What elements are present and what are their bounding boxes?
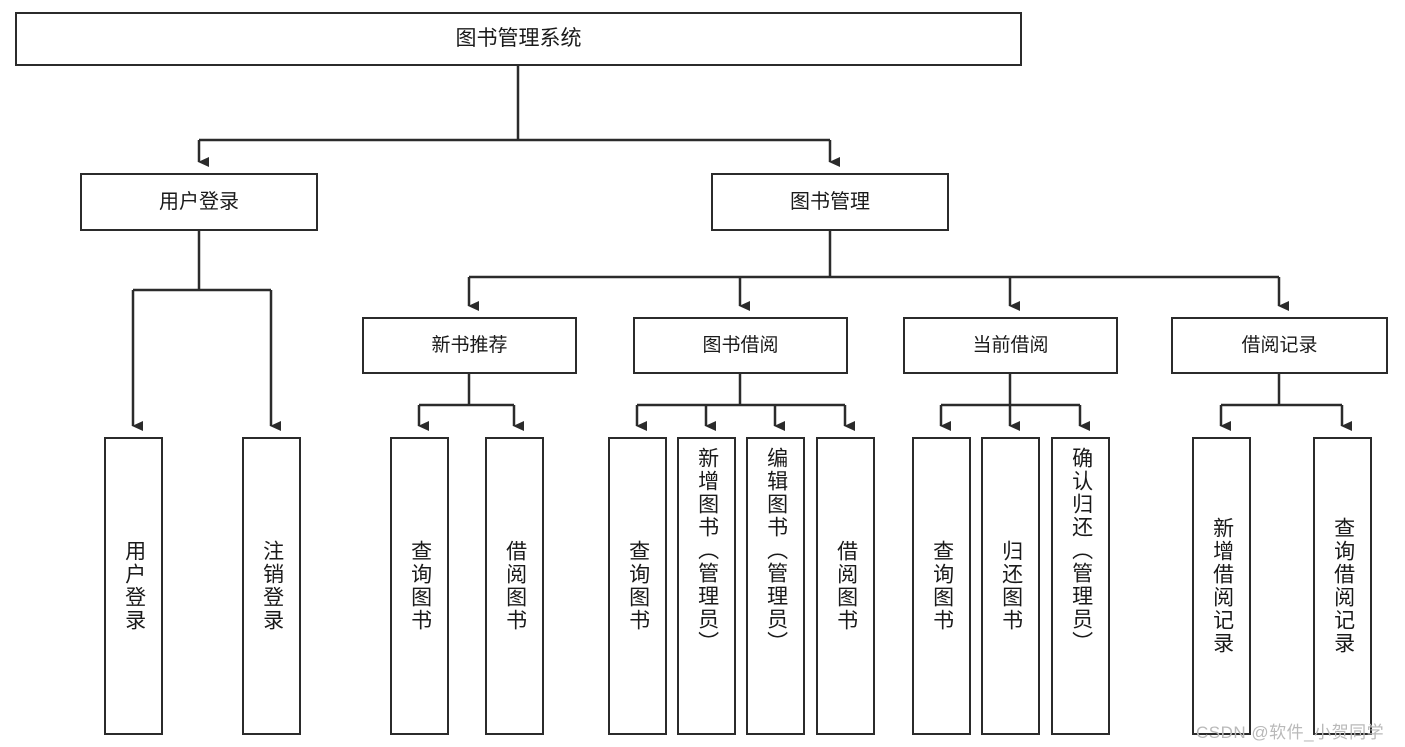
leaf-user-login-logout[interactable]: 注销登录 bbox=[242, 437, 301, 735]
node-book-management[interactable]: 图书管理 bbox=[711, 173, 949, 231]
node-book-borrow[interactable]: 图书借阅 bbox=[633, 317, 848, 374]
node-label: 借阅图书 bbox=[503, 540, 527, 632]
node-label: 新增图书（管理员） bbox=[695, 447, 719, 654]
node-label: 图书管理系统 bbox=[455, 26, 582, 50]
node-label: 借阅图书 bbox=[834, 540, 858, 632]
watermark-text: CSDN @软件_小贺同学 bbox=[1196, 723, 1385, 742]
node-label: 查询图书 bbox=[408, 540, 432, 632]
node-label: 注销登录 bbox=[260, 540, 284, 632]
node-label: 查询图书 bbox=[626, 540, 650, 632]
node-label: 用户登录 bbox=[159, 190, 239, 213]
node-new-book-recommend[interactable]: 新书推荐 bbox=[362, 317, 577, 374]
node-label: 查询图书 bbox=[930, 540, 954, 632]
node-label: 当前借阅 bbox=[972, 334, 1049, 356]
node-label: 借阅记录 bbox=[1241, 334, 1318, 356]
node-label: 图书管理 bbox=[790, 190, 870, 213]
leaf-current-confirm-return-admin[interactable]: 确认归还（管理员） bbox=[1051, 437, 1110, 735]
leaf-borrow-query-book[interactable]: 查询图书 bbox=[608, 437, 667, 735]
leaf-current-return-book[interactable]: 归还图书 bbox=[981, 437, 1040, 735]
node-label: 归还图书 bbox=[999, 540, 1023, 632]
leaf-record-query-record[interactable]: 查询借阅记录 bbox=[1313, 437, 1372, 735]
node-current-borrow[interactable]: 当前借阅 bbox=[903, 317, 1118, 374]
node-borrow-record[interactable]: 借阅记录 bbox=[1171, 317, 1388, 374]
node-label: 图书借阅 bbox=[702, 334, 779, 356]
watermark-csdn: CSDN @软件_小贺同学 bbox=[1196, 718, 1384, 743]
leaf-recommend-borrow-book[interactable]: 借阅图书 bbox=[485, 437, 544, 735]
leaf-borrow-add-book-admin[interactable]: 新增图书（管理员） bbox=[677, 437, 736, 735]
node-label: 新书推荐 bbox=[431, 334, 508, 356]
leaf-record-add-record[interactable]: 新增借阅记录 bbox=[1192, 437, 1251, 735]
node-label: 确认归还（管理员） bbox=[1069, 447, 1093, 654]
node-label: 查询借阅记录 bbox=[1331, 517, 1355, 655]
node-label: 新增借阅记录 bbox=[1210, 517, 1234, 655]
leaf-borrow-edit-book-admin[interactable]: 编辑图书（管理员） bbox=[746, 437, 805, 735]
leaf-recommend-query-book[interactable]: 查询图书 bbox=[390, 437, 449, 735]
node-user-login[interactable]: 用户登录 bbox=[80, 173, 318, 231]
leaf-current-query-book[interactable]: 查询图书 bbox=[912, 437, 971, 735]
leaf-user-login-login[interactable]: 用户登录 bbox=[104, 437, 163, 735]
node-label: 编辑图书（管理员） bbox=[764, 447, 788, 654]
node-label: 用户登录 bbox=[122, 540, 146, 632]
node-root-system[interactable]: 图书管理系统 bbox=[15, 12, 1022, 66]
leaf-borrow-borrow-book[interactable]: 借阅图书 bbox=[816, 437, 875, 735]
